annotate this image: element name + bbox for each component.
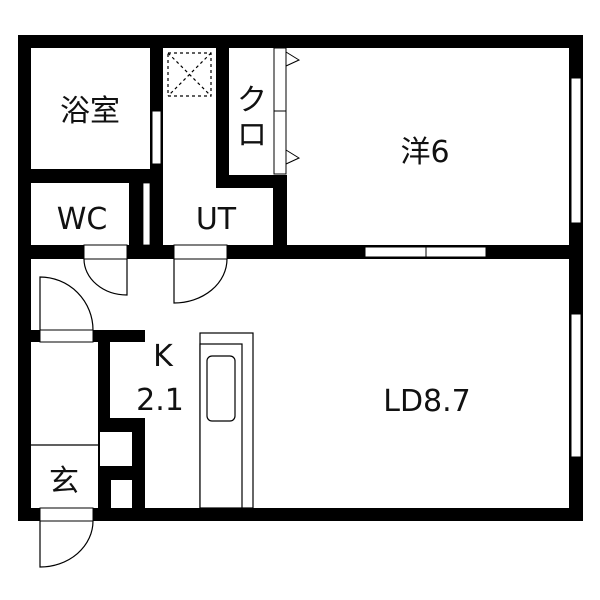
room-label-kitchen: K: [153, 339, 174, 374]
room-label-western: 洋6: [400, 135, 449, 170]
closet-doors: [273, 47, 301, 175]
room-label-ut: UT: [196, 202, 237, 237]
room-label-entrance: 玄: [49, 464, 79, 499]
room-label-closet-2: ロ: [237, 118, 267, 153]
ventilation-box: [167, 52, 212, 97]
openings: [39, 77, 582, 522]
room-label-bath: 浴室: [60, 94, 120, 129]
sink-icon: [206, 355, 236, 422]
room-label-wc: WC: [57, 202, 108, 237]
door-swings: [39, 258, 228, 568]
window-right-upper: [570, 77, 582, 224]
room-label-closet-1: ク: [237, 83, 267, 118]
kitchen-counter: [199, 332, 254, 509]
room-label-kitchen-size: 2.1: [136, 383, 184, 418]
room-label-ld: LD8.7: [383, 384, 471, 419]
window-right-lower: [570, 313, 582, 458]
window-sliding: [364, 246, 427, 258]
